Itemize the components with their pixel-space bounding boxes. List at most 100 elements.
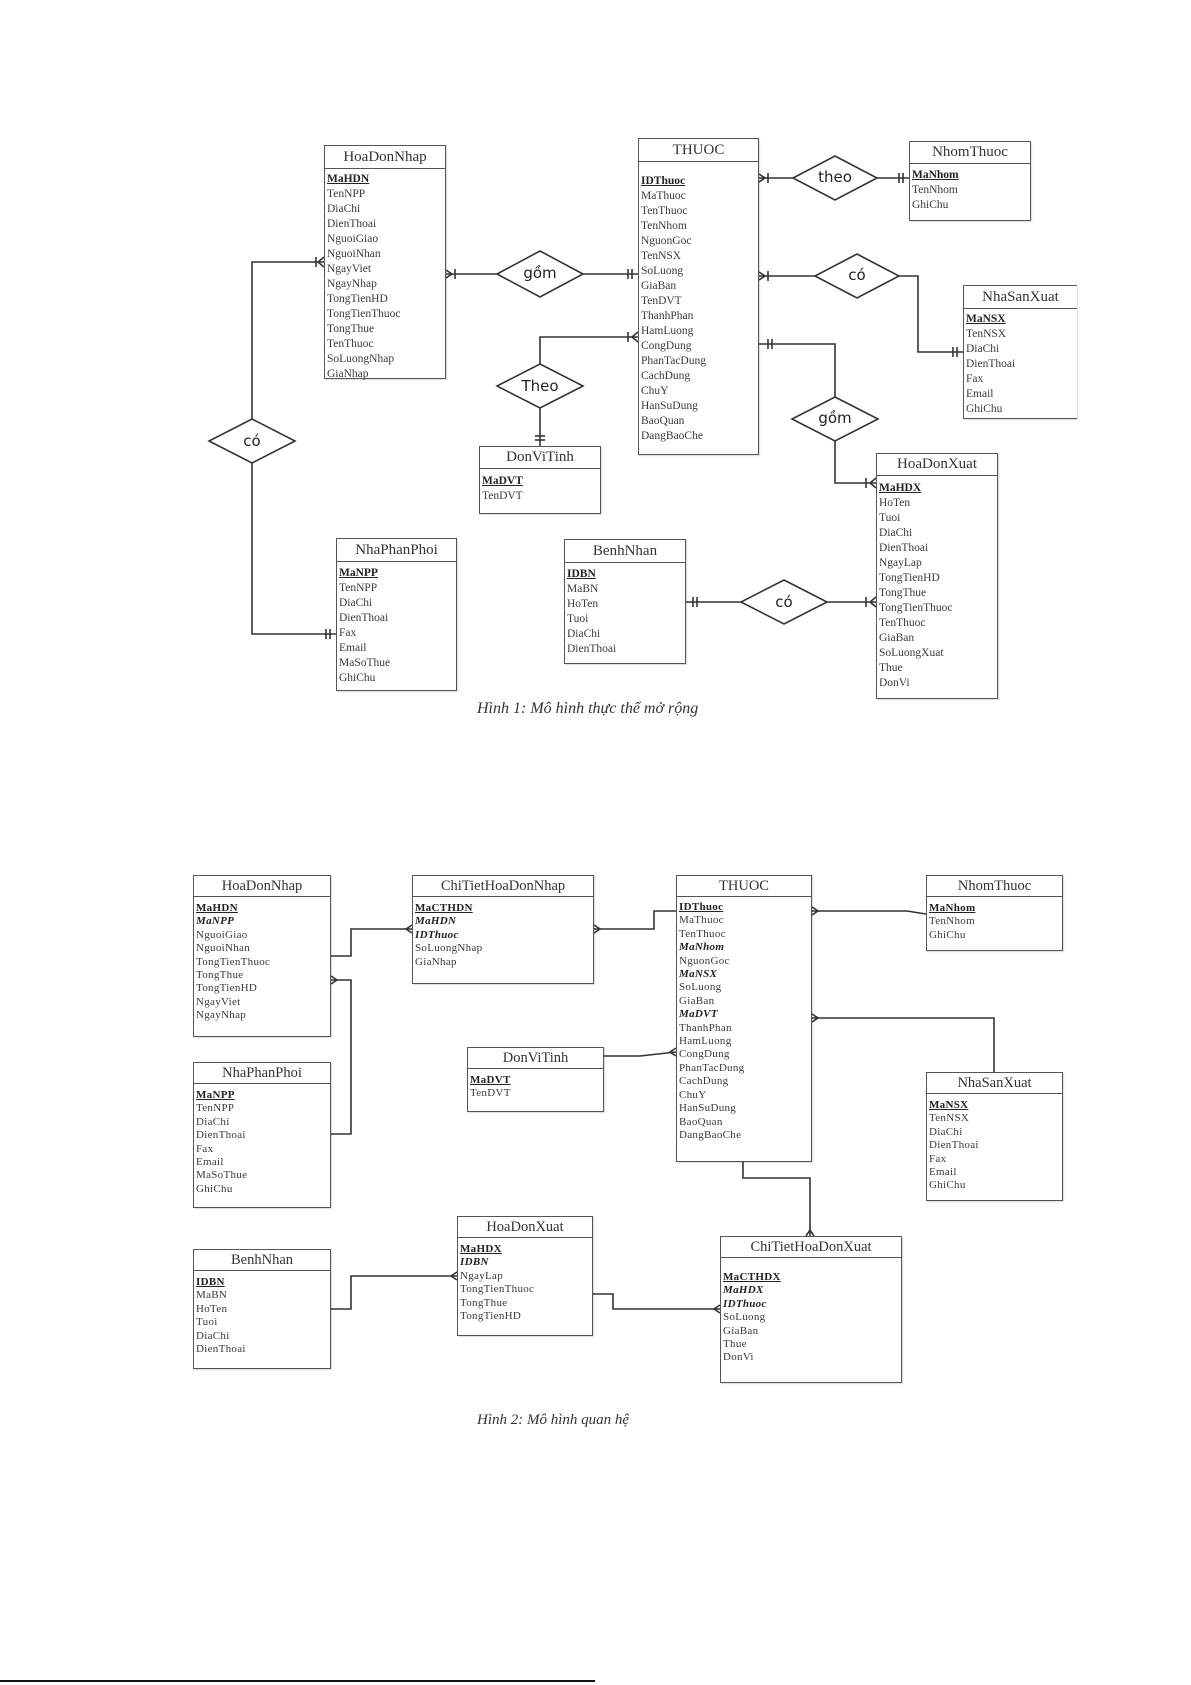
- primary-key-attribute: MaHDN: [327, 173, 370, 185]
- attribute: Fax: [929, 1152, 947, 1165]
- foreign-key-attribute: MaNhom: [679, 941, 725, 954]
- attribute: Fax: [339, 627, 357, 639]
- primary-key-attribute: MaDVT: [482, 475, 523, 487]
- attribute: NguoiNhan: [327, 248, 381, 260]
- attribute: TongThue: [879, 587, 927, 599]
- attribute: GhiChu: [196, 1182, 233, 1195]
- primary-key-attribute: MaHDX: [460, 1243, 502, 1255]
- figure1-caption: Hình 1: Mô hình thực thể mở rộng: [477, 700, 699, 717]
- attribute: Email: [966, 388, 994, 400]
- attribute: DienThoai: [196, 1343, 246, 1356]
- rel-label-theo-nhom: theo: [818, 168, 852, 186]
- attribute: DonVi: [879, 677, 910, 689]
- primary-key-attribute: IDThuoc: [641, 175, 686, 187]
- attribute: TenNPP: [196, 1102, 235, 1115]
- primary-key-attribute: MaNPP: [339, 567, 378, 579]
- foreign-key-attribute: MaDVT: [679, 1008, 718, 1021]
- fk-chitiet-thuoc: [594, 910, 676, 930]
- attribute: GiaBan: [879, 632, 915, 644]
- foreign-key-attribute: IDThuoc: [723, 1297, 767, 1310]
- attribute: DiaChi: [196, 1329, 230, 1342]
- primary-key-attribute: MaNhom: [929, 902, 976, 914]
- attribute: TongTienHD: [879, 572, 940, 584]
- attribute: Email: [929, 1166, 957, 1179]
- attribute: DienThoai: [567, 643, 617, 655]
- entity-title: BenhNhan: [194, 1250, 330, 1271]
- fk-nhomthuoc-thuoc: [812, 910, 927, 915]
- attribute: CachDung: [679, 1075, 729, 1088]
- attribute: Email: [196, 1156, 224, 1169]
- attribute: Fax: [196, 1142, 214, 1155]
- entity-title: ChiTietHoaDonXuat: [721, 1237, 901, 1258]
- attribute: DienThoai: [327, 218, 377, 230]
- primary-key-attribute: IDBN: [196, 1276, 225, 1288]
- attribute: MaThuoc: [641, 190, 686, 202]
- connector-co-npp-top: [251, 261, 324, 419]
- primary-key-attribute: IDBN: [567, 568, 596, 580]
- attribute: NguoiGiao: [196, 928, 248, 941]
- fk-benhnhan-hoadonxuat: [331, 1275, 457, 1310]
- attribute: TenDVT: [482, 490, 523, 502]
- attribute: NgayLap: [879, 557, 922, 569]
- attribute: Tuoi: [196, 1316, 218, 1329]
- attribute: ThanhPhan: [679, 1021, 732, 1034]
- attribute: SoLuong: [641, 265, 684, 277]
- fk-hoadonnhap-chitiet: [331, 928, 412, 957]
- attribute: NgayNhap: [327, 278, 377, 290]
- entity-title: NhaSanXuat: [964, 286, 1077, 309]
- primary-key-attribute: MaHDN: [196, 902, 238, 914]
- attribute: TenNPP: [327, 188, 366, 200]
- attribute: SoLuongNhap: [415, 942, 483, 955]
- entity-title: DonViTinh: [480, 447, 600, 469]
- attribute: GiaBan: [723, 1324, 759, 1337]
- connector-theo-dvt-top: [539, 336, 638, 364]
- attribute: TenNSX: [929, 1112, 970, 1125]
- attribute: TongTienHD: [460, 1310, 522, 1323]
- attribute: DiaChi: [339, 597, 373, 609]
- foreign-key-attribute: IDBN: [460, 1256, 489, 1269]
- attribute: TenNPP: [339, 582, 378, 594]
- attribute: DiaChi: [966, 343, 1000, 355]
- attribute: DiaChi: [196, 1115, 230, 1128]
- attribute: ChuY: [679, 1088, 707, 1101]
- attribute: BaoQuan: [641, 415, 685, 427]
- rel-label-gom-nhap: gồm: [523, 264, 557, 282]
- entity-title: BenhNhan: [565, 540, 685, 563]
- attribute: TenDVT: [641, 295, 682, 307]
- attribute: MaBN: [567, 583, 599, 595]
- foreign-key-attribute: MaHDN: [415, 915, 457, 928]
- attribute: DiaChi: [567, 628, 601, 640]
- fk-nhasanxuat-thuoc: [812, 1017, 995, 1072]
- attribute: Email: [339, 642, 367, 654]
- attribute: TongThue: [460, 1296, 508, 1309]
- attribute: HanSuDung: [641, 400, 698, 412]
- attribute: PhanTacDung: [641, 355, 706, 367]
- attribute: TongTienHD: [196, 982, 258, 995]
- fk-donvitinh-thuoc: [604, 1051, 677, 1057]
- attribute: GiaBan: [679, 994, 715, 1007]
- entity-title: NhaSanXuat: [927, 1073, 1062, 1094]
- attribute: CongDung: [679, 1048, 730, 1061]
- entity-title: THUOC: [639, 139, 758, 162]
- attribute: TongThue: [327, 323, 375, 335]
- primary-key-attribute: MaHDX: [879, 482, 922, 494]
- attribute: GiaNhap: [327, 368, 369, 380]
- entity-title: HoaDonNhap: [194, 876, 330, 897]
- attribute: DonVi: [723, 1351, 754, 1364]
- attribute: HoTen: [567, 598, 599, 610]
- attribute: TongTienThuoc: [327, 308, 401, 320]
- attribute: Thue: [879, 662, 903, 674]
